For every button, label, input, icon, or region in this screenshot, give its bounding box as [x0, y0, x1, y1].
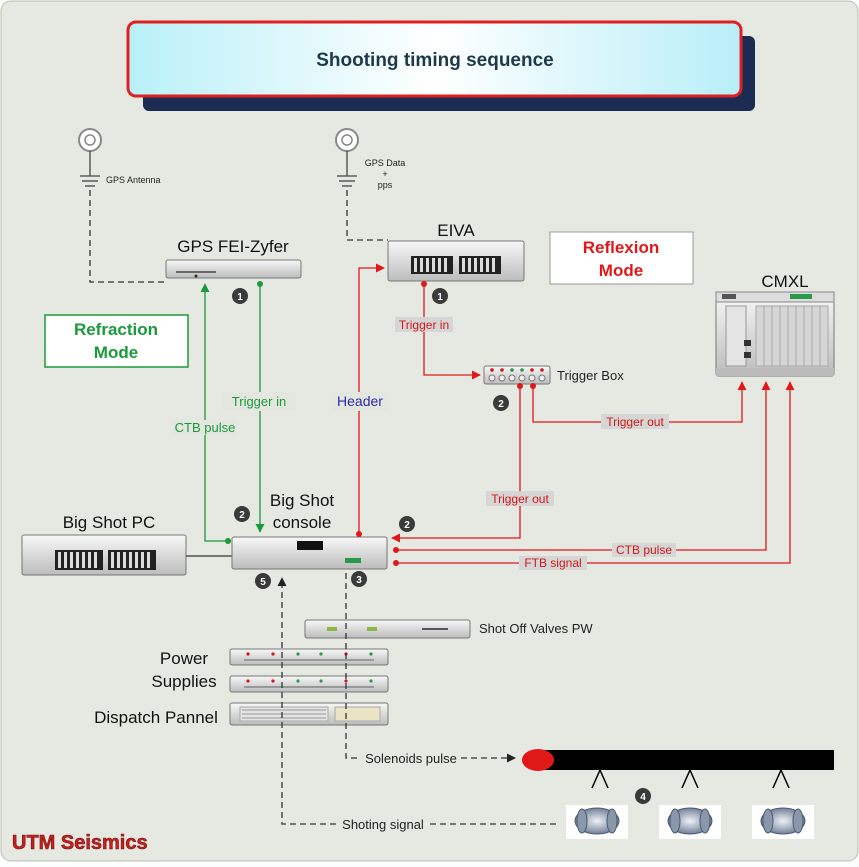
gps-data-cable — [346, 190, 388, 241]
power-supply-unit-1 — [229, 648, 389, 666]
gps-data-antenna-icon — [335, 128, 359, 187]
svg-text:Header: Header — [337, 393, 383, 409]
bigshot-pc-device — [21, 534, 187, 576]
trigger-out-console-line — [391, 386, 521, 543]
step-badge: 2 — [399, 516, 415, 532]
ctb-pulse-green-tag: CTB pulse — [172, 420, 238, 435]
step-badge: 5 — [255, 573, 271, 589]
trigger-box-label: Trigger Box — [557, 368, 624, 383]
step-badge: 4 — [635, 788, 651, 804]
ctb-pulse-red-tag: CTB pulse — [612, 543, 676, 557]
brand-logo: UTM Seismics — [12, 832, 148, 854]
ftb-signal-tag: FTB signal — [519, 556, 587, 570]
svg-text:5: 5 — [260, 577, 266, 588]
gps-antenna-icon — [78, 128, 102, 187]
airgun-icon-1 — [566, 805, 628, 839]
shot-off-valves-label: Shot Off Valves PW — [479, 621, 593, 636]
dispatch-pannel-device — [229, 702, 389, 726]
gps-feizyfer-device — [165, 259, 302, 279]
solenoids-pulse-line — [345, 573, 516, 763]
svg-text:Solenoids pulse: Solenoids pulse — [365, 751, 457, 766]
gun-string — [522, 749, 834, 789]
step-badge: 1 — [432, 288, 448, 304]
cmxl-device — [715, 291, 835, 377]
step-badge: 3 — [351, 571, 367, 587]
gps-antenna-cable — [89, 190, 166, 283]
gps-data-label: GPS Data+pps — [365, 158, 406, 190]
svg-text:2: 2 — [498, 399, 504, 410]
power-supply-unit-2 — [229, 675, 389, 693]
gps-feizyfer-label: GPS FEI-Zyfer — [177, 237, 289, 256]
ctb-pulse-green-line — [200, 283, 228, 542]
shooting-signal-tag: Shoting signal — [339, 817, 427, 832]
eiva-device — [387, 240, 525, 282]
step-badge: 2 — [234, 506, 250, 522]
bigshot-pc-label: Big Shot PC — [63, 513, 156, 532]
svg-text:4: 4 — [640, 792, 646, 803]
svg-text:Trigger out: Trigger out — [491, 492, 549, 506]
trigger-in-green-tag: Trigger in — [222, 392, 296, 411]
cmxl-label: CMXL — [761, 272, 808, 291]
svg-text:CTB pulse: CTB pulse — [616, 543, 672, 557]
svg-text:3: 3 — [356, 575, 362, 586]
airgun-icon-3 — [752, 805, 814, 839]
ctb-pulse-red-line — [396, 381, 771, 551]
trigger-out-console-tag: Trigger out — [486, 491, 554, 506]
svg-text:Trigger out: Trigger out — [606, 415, 664, 429]
shooting-signal-line — [277, 577, 556, 825]
trigger-in-red-tag: Trigger in — [395, 317, 453, 332]
trigger-box-device — [483, 365, 551, 385]
svg-text:Trigger in: Trigger in — [232, 394, 286, 409]
bigshot-console-device — [231, 536, 388, 570]
gps-antenna-label: GPS Antenna — [106, 175, 161, 185]
header-line — [358, 263, 385, 534]
trigger-in-red-line — [423, 284, 481, 380]
svg-text:Trigger in: Trigger in — [399, 318, 449, 332]
step-badge: 1 — [232, 288, 248, 304]
step-badge: 2 — [493, 395, 509, 411]
dispatch-pannel-label: Dispatch Pannel — [94, 708, 218, 727]
solenoids-pulse-tag: Solenoids pulse — [361, 751, 461, 766]
svg-text:CTB pulse: CTB pulse — [175, 420, 236, 435]
title-banner: Shooting timing sequence — [126, 20, 755, 111]
svg-text:1: 1 — [237, 292, 243, 303]
eiva-label: EIVA — [437, 221, 475, 240]
svg-text:FTB signal: FTB signal — [524, 556, 581, 570]
svg-text:1: 1 — [437, 292, 443, 303]
trigger-out-cmxl-tag: Trigger out — [601, 414, 669, 429]
header-tag: Header — [331, 392, 389, 411]
shot-off-valves-device — [304, 619, 471, 639]
svg-text:2: 2 — [404, 520, 410, 531]
airgun-icon-2 — [659, 805, 721, 839]
page-title: Shooting timing sequence — [316, 50, 554, 71]
svg-text:2: 2 — [239, 510, 245, 521]
svg-text:Shoting signal: Shoting signal — [342, 817, 424, 832]
